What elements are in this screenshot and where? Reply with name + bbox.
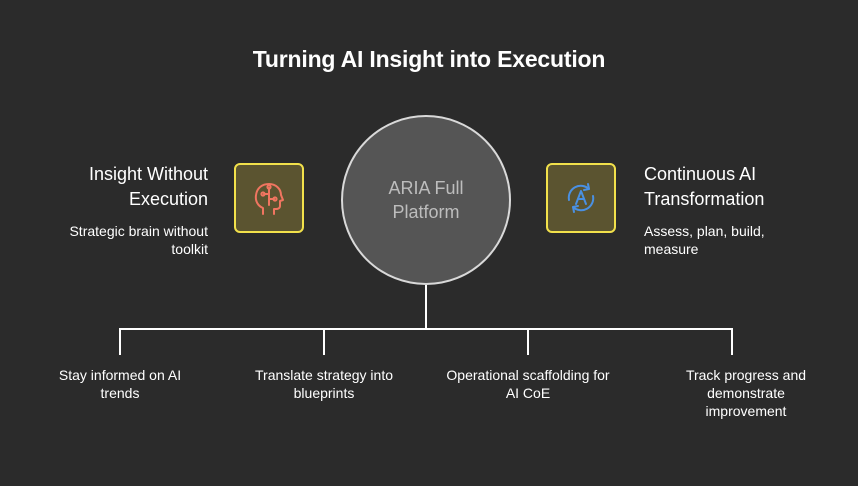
branch-label-1: Stay informed on AI trends	[58, 367, 182, 401]
left-heading: Insight Without Execution	[88, 164, 208, 209]
brain-head-icon	[254, 183, 284, 215]
left-description: Strategic brain without toolkit	[69, 223, 208, 257]
hub-circle: ARIA Full Platform	[341, 115, 511, 285]
diagram-title: Turning AI Insight into Execution	[252, 46, 606, 72]
left-icon-box	[234, 163, 304, 233]
hub-label: ARIA Full Platform	[388, 178, 464, 222]
right-icon-box	[546, 163, 616, 233]
ai-cycle-icon	[567, 183, 595, 213]
branch-label-2: Translate strategy into blueprints	[255, 367, 393, 401]
right-description: Assess, plan, build, measure	[644, 223, 765, 257]
branch-label-3: Operational scaffolding for AI CoE	[446, 367, 610, 401]
branch-label-4: Track progress and demonstrate improveme…	[685, 367, 807, 419]
right-heading: Continuous AI Transformation	[644, 164, 765, 209]
